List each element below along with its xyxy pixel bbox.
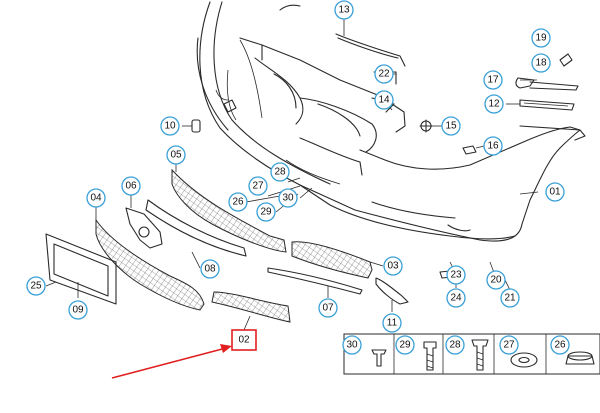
strip-callout-28[interactable]: 28 bbox=[445, 335, 465, 355]
highlight-arrow bbox=[111, 344, 232, 379]
callout-30[interactable]: 30 bbox=[278, 188, 298, 208]
trim-strip-07 bbox=[267, 267, 363, 295]
strip-callout-29[interactable]: 29 bbox=[395, 335, 415, 355]
svg-text:10: 10 bbox=[164, 121, 176, 132]
svg-text:13: 13 bbox=[338, 5, 350, 16]
svg-text:11: 11 bbox=[387, 318, 398, 329]
callout-03[interactable]: 03 bbox=[383, 256, 403, 276]
svg-text:20: 20 bbox=[490, 275, 502, 286]
callout-25[interactable]: 25 bbox=[26, 276, 46, 296]
grille-trim-08 bbox=[145, 199, 247, 257]
svg-text:08: 08 bbox=[204, 264, 216, 275]
clip-parts bbox=[191, 53, 579, 279]
svg-text:17: 17 bbox=[487, 75, 499, 86]
callout-22[interactable]: 22 bbox=[374, 64, 394, 84]
callout-08[interactable]: 08 bbox=[200, 259, 220, 279]
screw-30-shape bbox=[371, 349, 387, 367]
svg-text:21: 21 bbox=[504, 293, 516, 304]
callout-17[interactable]: 17 bbox=[483, 70, 503, 90]
svg-text:29: 29 bbox=[260, 207, 272, 218]
svg-text:30: 30 bbox=[346, 340, 358, 351]
svg-text:26: 26 bbox=[232, 197, 244, 208]
svg-text:19: 19 bbox=[535, 33, 547, 44]
svg-text:14: 14 bbox=[378, 95, 390, 106]
svg-text:07: 07 bbox=[322, 303, 334, 314]
svg-text:02: 02 bbox=[238, 335, 250, 346]
callout-27[interactable]: 27 bbox=[248, 176, 268, 196]
callout-24[interactable]: 24 bbox=[446, 288, 466, 308]
screw-28-shape bbox=[471, 339, 489, 371]
callout-20[interactable]: 20 bbox=[486, 270, 506, 290]
callout-28[interactable]: 28 bbox=[270, 162, 290, 182]
svg-text:27: 27 bbox=[252, 181, 264, 192]
callout-09[interactable]: 09 bbox=[68, 300, 88, 320]
svg-text:30: 30 bbox=[282, 193, 294, 204]
highlight-box bbox=[231, 329, 257, 351]
callout-13[interactable]: 13 bbox=[334, 0, 354, 20]
callout-02[interactable]: 02 bbox=[238, 335, 250, 346]
svg-text:27: 27 bbox=[503, 340, 515, 351]
callout-15[interactable]: 15 bbox=[441, 116, 461, 136]
callout-14[interactable]: 14 bbox=[374, 90, 394, 110]
foglight-cover-06 bbox=[125, 207, 163, 249]
callout-10[interactable]: 10 bbox=[160, 116, 180, 136]
callout-18[interactable]: 18 bbox=[531, 53, 551, 73]
side-grille-04 bbox=[95, 218, 205, 311]
svg-text:15: 15 bbox=[445, 121, 457, 132]
svg-text:06: 06 bbox=[125, 181, 137, 192]
svg-text:03: 03 bbox=[387, 261, 399, 272]
strip-callout-27[interactable]: 27 bbox=[499, 335, 519, 355]
svg-text:09: 09 bbox=[72, 305, 84, 316]
svg-text:24: 24 bbox=[450, 293, 462, 304]
license-plate-base bbox=[45, 233, 117, 305]
svg-text:01: 01 bbox=[549, 187, 561, 198]
leader-lines bbox=[45, 18, 539, 331]
callout-11[interactable]: 11 bbox=[382, 313, 402, 333]
svg-text:23: 23 bbox=[450, 270, 462, 281]
svg-text:25: 25 bbox=[30, 281, 42, 292]
svg-text:12: 12 bbox=[488, 99, 500, 110]
grille-03 bbox=[291, 241, 373, 279]
callout-29[interactable]: 29 bbox=[256, 202, 276, 222]
callout-19[interactable]: 19 bbox=[531, 28, 551, 48]
svg-text:04: 04 bbox=[90, 193, 102, 204]
callout-21[interactable]: 21 bbox=[500, 288, 520, 308]
svg-text:16: 16 bbox=[487, 141, 499, 152]
svg-text:28: 28 bbox=[449, 340, 461, 351]
grille-trim-strip bbox=[279, 4, 406, 67]
washer-27-shape bbox=[510, 352, 538, 368]
svg-text:22: 22 bbox=[378, 69, 390, 80]
svg-text:26: 26 bbox=[554, 340, 566, 351]
svg-text:05: 05 bbox=[170, 150, 182, 161]
upper-grille-05 bbox=[171, 168, 287, 253]
callout-26[interactable]: 26 bbox=[228, 192, 248, 212]
svg-text:18: 18 bbox=[535, 58, 547, 69]
bracket-11 bbox=[375, 277, 409, 305]
callout-16[interactable]: 16 bbox=[483, 136, 503, 156]
svg-text:29: 29 bbox=[399, 340, 411, 351]
callout-07[interactable]: 07 bbox=[318, 298, 338, 318]
svg-text:28: 28 bbox=[274, 167, 286, 178]
callout-06[interactable]: 06 bbox=[121, 176, 141, 196]
callout-12[interactable]: 12 bbox=[484, 94, 504, 114]
callout-01[interactable]: 01 bbox=[545, 182, 565, 202]
strip-callout-30[interactable]: 30 bbox=[342, 335, 362, 355]
callout-bubbles: 01 02 03 04 05 06 07 08 09 10 11 12 13 1… bbox=[26, 0, 570, 355]
callout-05[interactable]: 05 bbox=[166, 145, 186, 165]
callout-23[interactable]: 23 bbox=[446, 265, 466, 285]
bolt-29-shape bbox=[423, 341, 437, 371]
vent-grille-02 bbox=[211, 291, 291, 323]
strip-callout-26[interactable]: 26 bbox=[550, 335, 570, 355]
callout-04[interactable]: 04 bbox=[86, 188, 106, 208]
bumper-cover bbox=[196, 1, 586, 242]
